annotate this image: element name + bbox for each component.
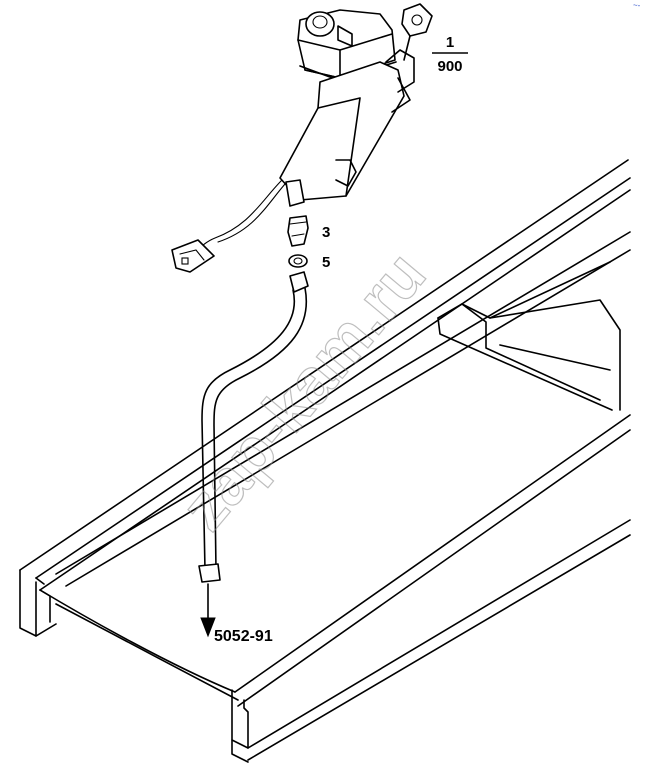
reference-code: 5052-91 — [214, 628, 273, 645]
frame-rail — [19, 159, 631, 763]
banjo-nut — [289, 271, 309, 293]
switch-wire-connector — [171, 179, 286, 273]
item-label-3: 3 — [322, 224, 330, 241]
continuation-arrow — [200, 583, 216, 638]
clutch-master-cylinder — [279, 3, 433, 207]
item-label-5: 5 — [322, 254, 330, 271]
sealing-washer — [288, 254, 308, 268]
corner-mark: ~- — [633, 1, 641, 10]
part-label-top: 1 — [446, 34, 454, 51]
part-label-bottom: 900 — [437, 58, 462, 75]
hydraulic-pipe — [198, 287, 308, 583]
union-fitting — [287, 215, 309, 247]
